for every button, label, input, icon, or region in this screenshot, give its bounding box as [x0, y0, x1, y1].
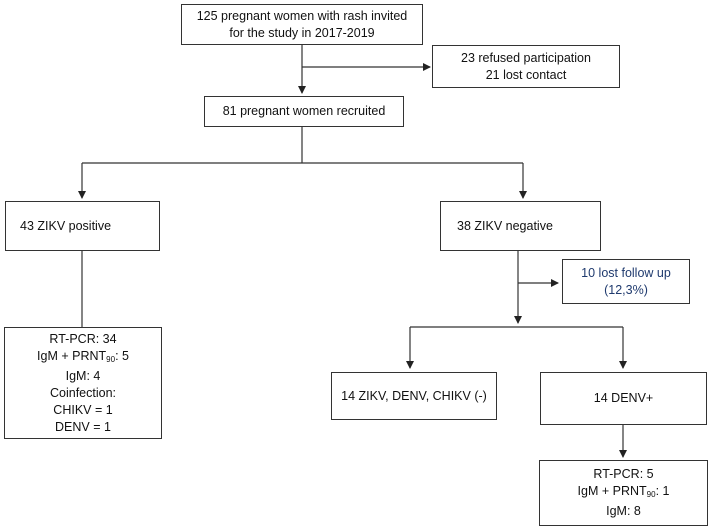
denv-details-box: RT-PCR: 5 IgM + PRNT90: 1 IgM: 8: [539, 460, 708, 526]
denv-igm: IgM: 8: [606, 504, 641, 518]
denv-igm-prnt: IgM + PRNT90: 1: [577, 484, 670, 499]
zikv-igm-prnt: IgM + PRNT90: 5: [37, 348, 129, 364]
zikv-negative-label: 38 ZIKV negative: [457, 218, 553, 233]
denv-positive-box: 14 DENV+: [540, 372, 707, 425]
zikv-chikv: CHIKV = 1: [53, 402, 113, 417]
lost-follow-up-box: 10 lost follow up (12,3%): [562, 259, 690, 304]
triple-negative-label: 14 ZIKV, DENV, CHIKV (-): [341, 388, 487, 403]
denv-positive-label: 14 DENV+: [593, 391, 654, 405]
invited-box: 125 pregnant women with rash invited for…: [181, 4, 423, 45]
zikv-positive-box: 43 ZIKV positive: [5, 201, 160, 251]
recruited-box: 81 pregnant women recruited: [204, 96, 404, 127]
lost-follow-up-line-2: (12,3%): [604, 282, 648, 297]
zikv-positive-details-box: RT-PCR: 34 IgM + PRNT90: 5 IgM: 4 Coinfe…: [4, 327, 162, 439]
zikv-positive-label: 43 ZIKV positive: [20, 218, 112, 233]
denv-rtpcr: RT-PCR: 5: [593, 467, 654, 481]
zikv-igm: IgM: 4: [65, 368, 101, 383]
recruited-label: 81 pregnant women recruited: [222, 104, 386, 118]
excluded-box: 23 refused participation 21 lost contact: [432, 45, 620, 88]
excluded-line-2: 21 lost contact: [485, 67, 567, 82]
lost-follow-up-line-1: 10 lost follow up: [581, 265, 671, 280]
invited-line-1: 125 pregnant women with rash invited: [196, 8, 408, 23]
zikv-rtpcr: RT-PCR: 34: [49, 331, 117, 346]
zikv-negative-box: 38 ZIKV negative: [440, 201, 601, 251]
invited-line-2: for the study in 2017-2019: [229, 25, 375, 40]
triple-negative-box: 14 ZIKV, DENV, CHIKV (-): [331, 372, 497, 420]
excluded-line-1: 23 refused participation: [461, 50, 591, 65]
zikv-denv: DENV = 1: [55, 419, 111, 434]
zikv-coinfection: Coinfection:: [49, 385, 116, 400]
